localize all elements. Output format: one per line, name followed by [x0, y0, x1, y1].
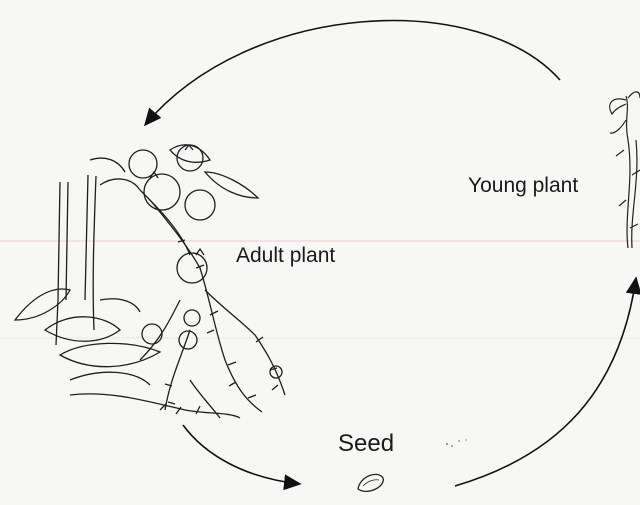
adult-plant-label: Adult plant: [236, 244, 335, 268]
young-plant-sketch: [610, 92, 640, 248]
seed-sketch: [358, 474, 383, 491]
seed-detail: [363, 480, 379, 486]
scan-speckles: [446, 439, 467, 446]
arrow-young-to-adult: [145, 21, 560, 125]
arrow-adult-to-seed: [183, 425, 300, 484]
arrow-seed-to-young: [455, 278, 636, 486]
young-plant-label: Young plant: [468, 174, 578, 198]
adult-plant-sketch: [15, 145, 285, 418]
seed-label: Seed: [338, 430, 394, 458]
